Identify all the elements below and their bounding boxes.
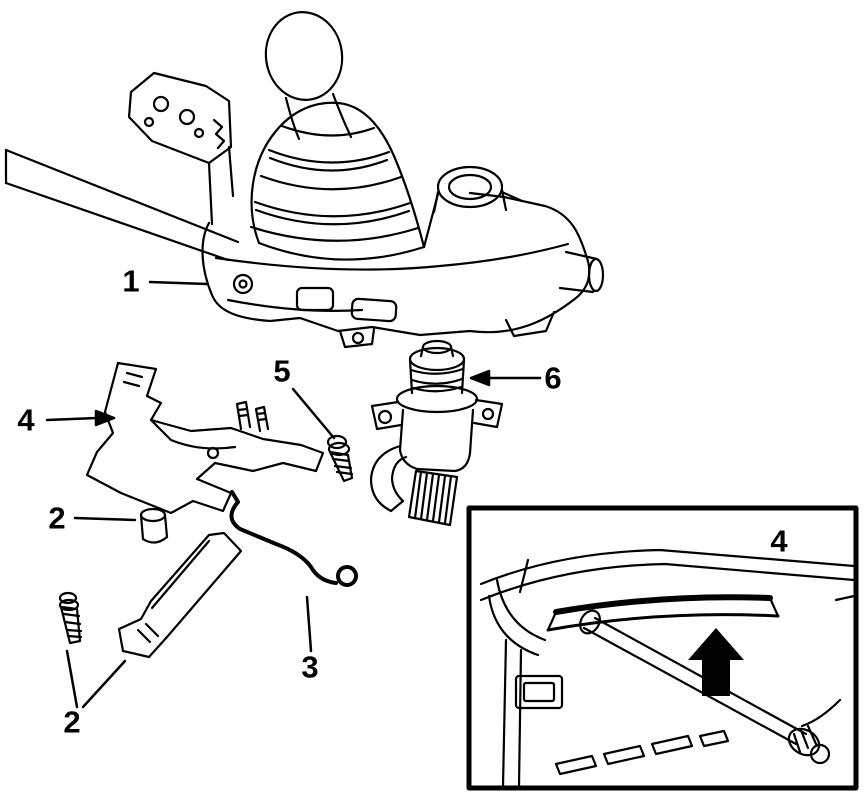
arrowhead-part4 — [94, 409, 116, 427]
up-arrow-icon — [688, 628, 744, 696]
callout-label-2-upper: 2 — [48, 500, 66, 536]
mounting-bracket — [127, 71, 235, 226]
arrowhead-part6 — [469, 369, 491, 387]
callout-label-5: 5 — [273, 353, 291, 389]
selector-bracket — [85, 361, 325, 515]
inset-detail — [466, 505, 859, 791]
inset-connector-clip — [514, 674, 564, 710]
inset-floor-ribs — [554, 729, 730, 776]
gear-knob — [264, 11, 353, 141]
lower-bracket — [117, 531, 243, 659]
callout-label-6: 6 — [544, 360, 562, 396]
shift-rod — [4, 148, 240, 262]
shifter-housing — [201, 165, 605, 349]
callout-label-2-lower: 2 — [63, 704, 81, 740]
screw-2 — [58, 591, 83, 645]
inset-shift-rod — [579, 609, 831, 765]
gear-boot — [249, 101, 426, 261]
callout-label-4: 4 — [17, 402, 35, 438]
screw-5 — [326, 434, 354, 483]
callout-label-3: 3 — [301, 649, 319, 685]
callout-label-1: 1 — [122, 263, 140, 299]
bushing — [139, 507, 169, 544]
link-rod — [229, 490, 358, 587]
solenoid-actuator — [369, 339, 504, 527]
callout-label-4-inset: 4 — [770, 523, 788, 559]
